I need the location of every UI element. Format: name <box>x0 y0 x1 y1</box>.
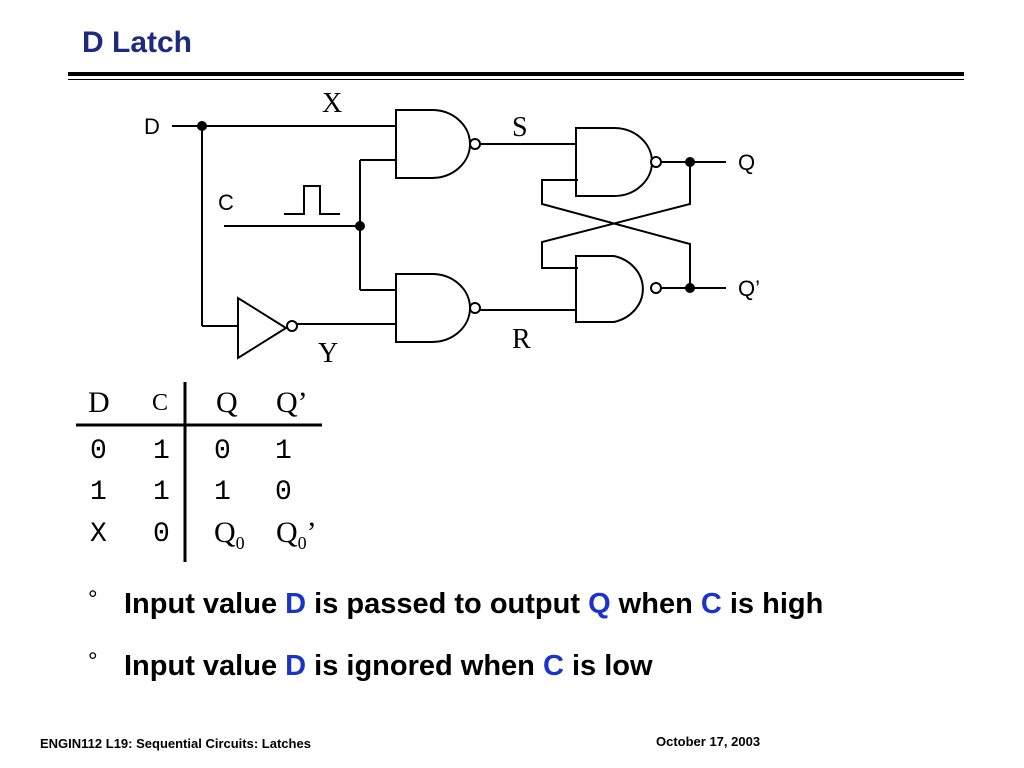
tt-r0-c: 1 <box>153 436 170 467</box>
inverter-bubble <box>286 320 298 332</box>
tt-header-q-bar: Q’ <box>276 386 308 419</box>
tt-r2-c: 0 <box>153 519 170 550</box>
label-s: S <box>512 112 528 143</box>
nand-gate-latch-upper <box>575 127 653 197</box>
junction-d <box>197 121 207 131</box>
nand-latch-upper-bubble <box>650 156 662 168</box>
bullet-mark: ° <box>88 586 98 613</box>
label-q-bar: Q’ <box>738 276 760 301</box>
bullet-2: °Input value D is ignored when C is low <box>88 648 653 682</box>
tt-r2-q: Q0 <box>214 516 245 553</box>
nand-gate-upper <box>395 109 471 179</box>
tt-r1-q: 1 <box>214 477 231 508</box>
footer-date: October 17, 2003 <box>656 734 761 749</box>
nand-gate-lower <box>395 273 471 343</box>
clock-pulse-icon <box>284 185 340 215</box>
nand-lower-bubble <box>469 302 481 314</box>
tt-r0-qbar: 1 <box>275 436 292 467</box>
label-r: R <box>512 324 531 355</box>
tt-header-q: Q <box>216 386 238 419</box>
label-d: D <box>144 114 160 139</box>
nand-latch-lower-bubble <box>650 282 662 294</box>
nand-upper-bubble <box>469 138 481 150</box>
slide-title: D Latch <box>82 26 193 59</box>
title-divider-thin <box>68 79 964 80</box>
nand-gate-latch-lower <box>575 255 644 323</box>
bullet-mark: ° <box>88 648 98 675</box>
tt-r0-d: 0 <box>90 436 107 467</box>
junction-c <box>355 221 365 231</box>
bullet-1: °Input value D is passed to output Q whe… <box>88 586 824 620</box>
title-divider-thick <box>68 72 964 76</box>
wire-feedback-q <box>541 162 691 269</box>
tt-r1-qbar: 0 <box>275 477 292 508</box>
tt-r0-q: 0 <box>214 436 231 467</box>
tt-r2-d: X <box>90 519 107 550</box>
inverter-gate <box>237 296 288 360</box>
tt-header-d: D <box>88 386 110 419</box>
tt-header-c: C <box>152 390 169 416</box>
tt-r2-qbar: Q0’ <box>276 516 317 553</box>
label-y: Y <box>318 338 338 369</box>
footer-course: ENGIN112 L19: Sequential Circuits: Latch… <box>40 736 311 751</box>
tt-r1-d: 1 <box>90 477 107 508</box>
tt-r1-c: 1 <box>153 477 170 508</box>
label-c: C <box>218 190 234 215</box>
wire-feedback-qbar <box>541 179 691 288</box>
label-q: Q <box>738 150 755 175</box>
label-x: X <box>322 88 342 119</box>
